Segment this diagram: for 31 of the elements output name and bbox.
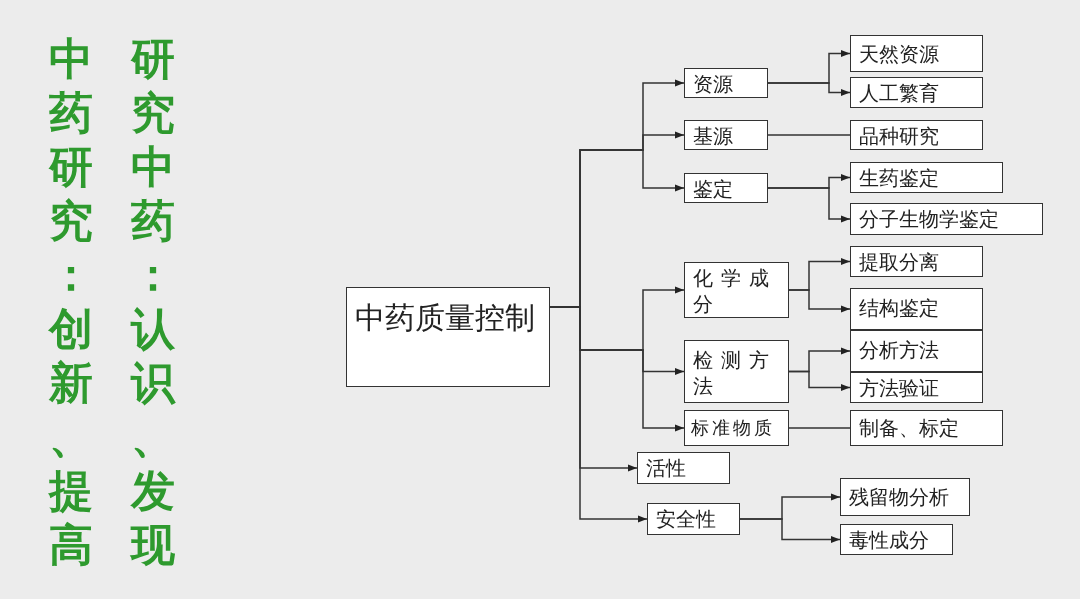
process-box: 鉴定 — [684, 173, 768, 203]
process-box: 天然资源 — [850, 35, 983, 72]
process-box: 提取分离 — [850, 246, 983, 277]
connector-line — [767, 134, 851, 136]
process-box: 人工繁育 — [850, 77, 983, 108]
process-box: 检测方法 — [684, 340, 789, 403]
arrow — [788, 370, 851, 392]
process-box: 结构鉴定 — [850, 288, 983, 330]
process-box: 安全性 — [647, 503, 740, 535]
arrow — [549, 306, 648, 523]
process-box: 生药鉴定 — [850, 162, 1003, 193]
process-box: 资源 — [684, 68, 768, 98]
process-box: 残留物分析 — [840, 478, 970, 516]
process-box: 制备、标定 — [850, 410, 1003, 446]
process-box: 方法验证 — [850, 372, 983, 403]
arrow — [767, 187, 851, 223]
arrow — [739, 518, 841, 544]
process-box: 活性 — [637, 452, 730, 484]
process-box: 标准物质 — [684, 410, 789, 446]
process-box: 中药质量控制 — [346, 287, 550, 387]
process-box: 分析方法 — [850, 330, 983, 372]
connector-line — [788, 427, 851, 429]
arrow — [767, 82, 851, 97]
vertical-heading: 中药研究：创新、提高 — [47, 32, 94, 572]
process-box: 分子生物学鉴定 — [850, 203, 1043, 235]
process-box: 基源 — [684, 120, 768, 150]
vertical-heading: 研究中药：认识、发现 — [129, 32, 177, 572]
process-box: 毒性成分 — [840, 524, 953, 555]
process-box: 品种研究 — [850, 120, 983, 150]
process-box: 化学成分 — [684, 262, 789, 318]
arrow — [788, 289, 851, 313]
